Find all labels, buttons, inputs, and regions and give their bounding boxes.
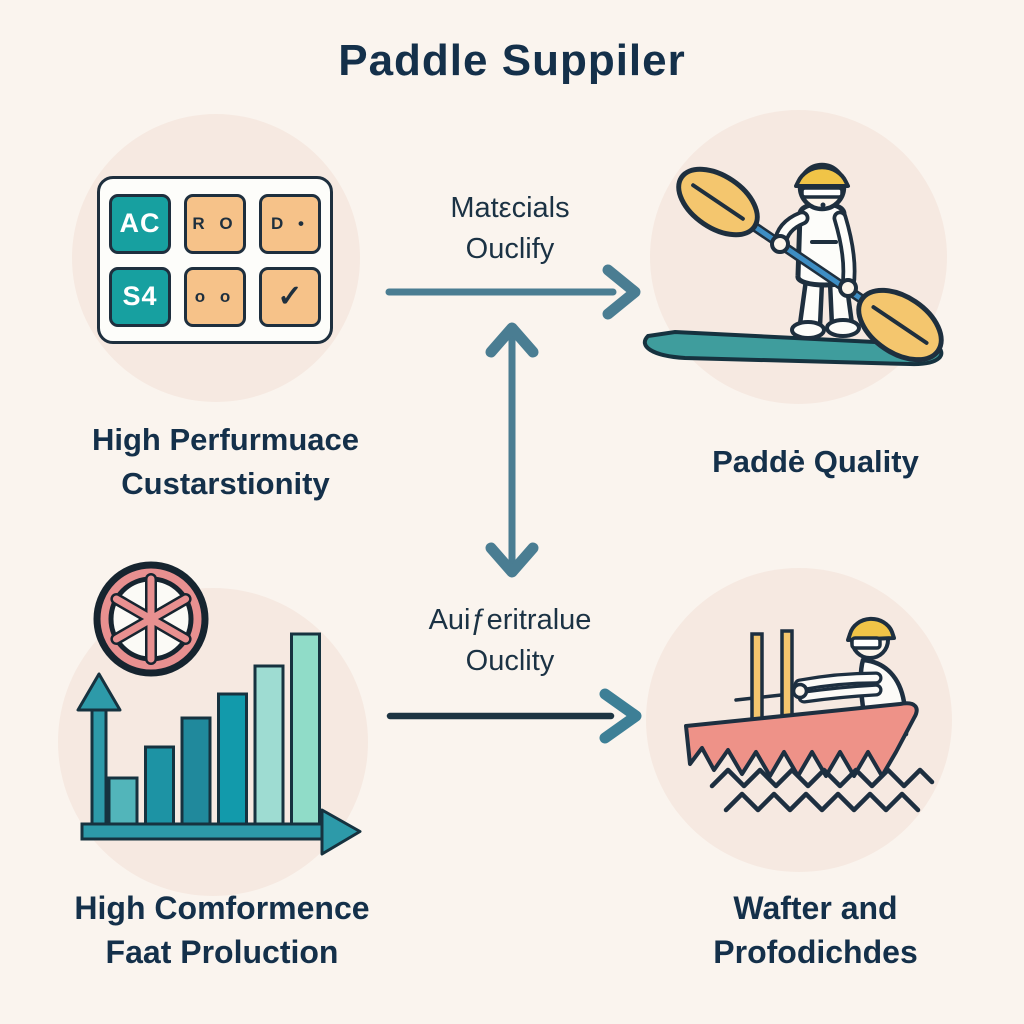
wheel-icon [93, 561, 209, 677]
middle-quality-label: Auiƒeritralue Ouclity [428, 604, 592, 677]
keypad-key-ac: AC [109, 193, 171, 254]
top-right-label: Paddė Quality [712, 444, 919, 479]
rowboat-icon [684, 616, 935, 813]
keypad-key-check: ✓ [259, 266, 321, 327]
keypad-key-oo: o o [184, 266, 246, 327]
keypad-key-ddot: D • [259, 193, 321, 254]
paddleboarder-icon [642, 162, 944, 367]
right-arrow-icon [385, 264, 641, 320]
bottom-right-label: Wafter and Profodichdes [713, 890, 918, 970]
keypad-key-ro: R O [184, 193, 246, 254]
calculator-keypad-icon: AC R O D • S4 o o ✓ [97, 176, 333, 344]
right-arrow-bottom-icon [386, 688, 642, 744]
paddle-blade-bottom [856, 287, 944, 363]
keypad-key-s4: S4 [109, 266, 171, 327]
bar-chart-bars [107, 632, 321, 830]
paddle-blade-top [676, 166, 760, 238]
materials-quality-label: Matεcials Ouclify [450, 192, 570, 265]
bottom-left-label: High Comformence Faat Proluction [74, 890, 370, 970]
bar-chart-icon [76, 632, 362, 856]
vertical-double-arrow-icon [485, 322, 539, 578]
page-title: Paddle Suppiler [338, 36, 686, 85]
top-left-label: High Perfurmuace Custarstionity [91, 422, 359, 501]
